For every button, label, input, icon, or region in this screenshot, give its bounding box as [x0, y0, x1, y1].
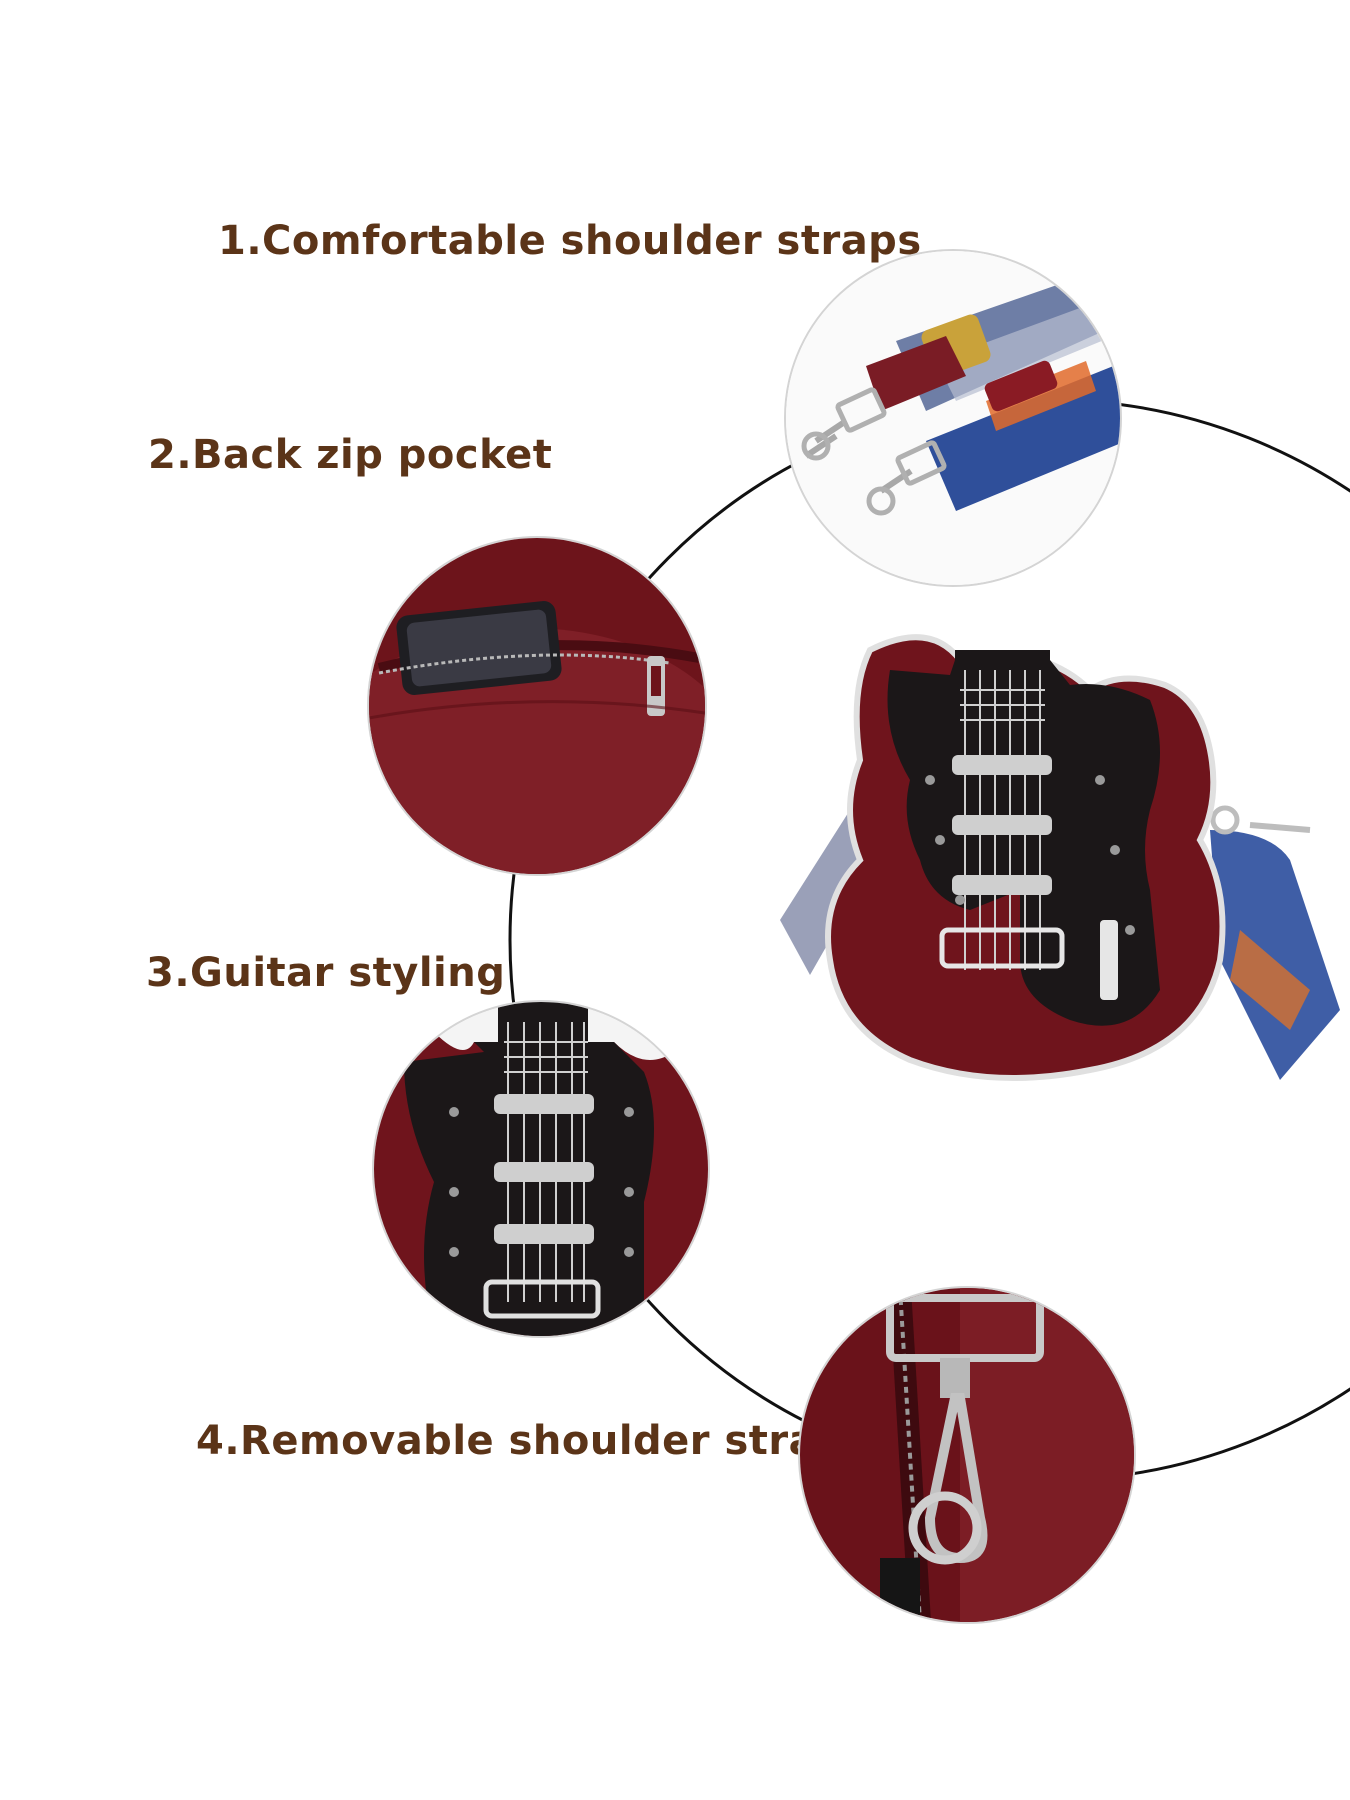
feature-label-guitar-styling: 3.Guitar styling: [146, 950, 506, 996]
guitar-front-closeup: [372, 1000, 710, 1338]
strap-clip-closeup: [798, 1286, 1136, 1624]
feature-label-shoulder-straps: 1.Comfortable shoulder straps: [218, 218, 922, 264]
zip-pocket-closeup: [367, 536, 707, 876]
guitar-bag-product: [780, 634, 1340, 1081]
feature-label-zip-pocket: 2.Back zip pocket: [148, 432, 553, 478]
shoulder-strap-closeup: [784, 249, 1122, 587]
feature-label-removable-strap: 4.Removable shoulder strap: [196, 1418, 846, 1464]
